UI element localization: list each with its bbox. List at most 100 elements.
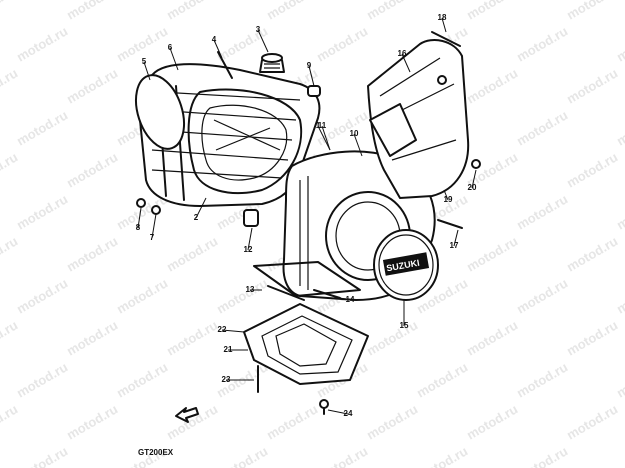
leader-line-16 [401, 53, 411, 73]
watermark-text: motod.ru [514, 443, 570, 468]
leader-line-12 [247, 227, 253, 251]
callout-1: 1 [316, 121, 321, 130]
watermark-text: motod.ru [64, 149, 120, 190]
watermark-text: motod.ru [514, 107, 570, 148]
diagram-code: GT200EX [138, 448, 174, 457]
leader-line-6 [169, 47, 179, 71]
callout-10: 10 [350, 129, 359, 138]
bolt-4 [217, 51, 233, 79]
watermark-text: motod.ru [614, 23, 625, 64]
watermark-text: motod.ru [64, 317, 120, 358]
watermark-text: motod.ru [14, 359, 70, 400]
callout-5: 5 [142, 57, 147, 66]
leader-line-2 [195, 197, 207, 219]
watermark-text: motod.ru [64, 0, 120, 23]
callout-4: 4 [212, 35, 217, 44]
leader-line-18 [441, 17, 447, 33]
watermark-text: motod.ru [414, 359, 470, 400]
watermark-text: motod.ru [64, 65, 120, 106]
callout-3: 3 [256, 25, 261, 34]
watermark-text: motod.ru [164, 233, 220, 274]
callout-17: 17 [450, 241, 459, 250]
watermark-text: motod.ru [564, 401, 620, 442]
callout-19: 19 [444, 195, 453, 204]
gasket-ring [187, 88, 303, 194]
sprocket-cover [367, 39, 470, 199]
callout-21: 21 [224, 345, 233, 354]
watermark-text: motod.ru [464, 0, 520, 23]
dowel-12 [243, 209, 259, 227]
callout-7: 7 [150, 233, 155, 242]
watermark-text: motod.ru [64, 233, 120, 274]
watermark-text: motod.ru [114, 359, 170, 400]
direction-arrow-icon [175, 407, 199, 423]
watermark-text: motod.ru [0, 317, 20, 358]
watermark-text: motod.ru [0, 233, 20, 274]
cover-gasket [253, 261, 361, 301]
watermark-text: motod.ru [514, 275, 570, 316]
leader-line-19 [443, 189, 449, 201]
watermark-text: motod.ru [0, 65, 20, 106]
watermark-text: motod.ru [564, 149, 620, 190]
screw-8 [136, 198, 146, 208]
callout-22: 22 [218, 325, 227, 334]
dowel-pin [307, 85, 321, 97]
callout-20: 20 [468, 183, 477, 192]
watermark-text: motod.ru [164, 401, 220, 442]
watermark-text: motod.ru [264, 0, 320, 23]
watermark-text: motod.ru [514, 23, 570, 64]
watermark-text: motod.ru [364, 401, 420, 442]
callout-12: 12 [244, 245, 253, 254]
watermark-text: motod.ru [164, 0, 220, 23]
callout-13: 13 [246, 285, 255, 294]
callout-23: 23 [222, 375, 231, 384]
watermark-text: motod.ru [564, 233, 620, 274]
watermark-text: motod.ru [264, 401, 320, 442]
watermark-text: motod.ru [364, 317, 420, 358]
leader-line-9 [308, 65, 315, 87]
oil-filler-cap [259, 53, 285, 73]
leader-line-7 [151, 213, 157, 239]
bolt-20 [471, 159, 481, 169]
leader-line-22 [221, 329, 245, 333]
callout-6: 6 [168, 43, 173, 52]
leader-line-11 [321, 125, 331, 151]
callout-2: 2 [194, 213, 199, 222]
watermark-text: motod.ru [564, 0, 620, 23]
watermark-text: motod.ru [114, 275, 170, 316]
watermark-text: motod.ru [514, 359, 570, 400]
watermark-text: motod.ru [464, 233, 520, 274]
screw-9 [151, 205, 161, 215]
watermark-text: motod.ru [614, 359, 625, 400]
watermark-text: motod.ru [514, 191, 570, 232]
watermark-text: motod.ru [614, 275, 625, 316]
watermark-text: motod.ru [14, 23, 70, 64]
callout-15: 15 [400, 321, 409, 330]
watermark-text: motod.ru [14, 275, 70, 316]
emblem-cover: SUZUKI [373, 229, 439, 301]
callout-14: 14 [346, 295, 355, 304]
leader-line-1 [317, 125, 331, 151]
watermark-text: motod.ru [614, 191, 625, 232]
watermark-text: motod.ru [14, 443, 70, 468]
watermark-text: motod.ru [614, 443, 625, 468]
bolt-18 [431, 31, 461, 47]
watermark-text: motod.ru [14, 191, 70, 232]
leader-line-8 [137, 207, 142, 229]
callout-9: 9 [307, 61, 312, 70]
leader-line-3 [257, 29, 269, 53]
watermark-text: motod.ru [564, 317, 620, 358]
watermark-text: motod.ru [0, 149, 20, 190]
watermark-text: motod.ru [214, 275, 270, 316]
watermark-text: motod.ru [164, 317, 220, 358]
callout-16: 16 [398, 49, 407, 58]
leader-line-24 [327, 409, 349, 415]
leader-line-20 [471, 169, 477, 189]
watermark-text: motod.ru [14, 107, 70, 148]
watermark-text: motod.ru [0, 401, 20, 442]
watermark-text: motod.ru [314, 443, 370, 468]
bolt-17 [437, 219, 463, 229]
